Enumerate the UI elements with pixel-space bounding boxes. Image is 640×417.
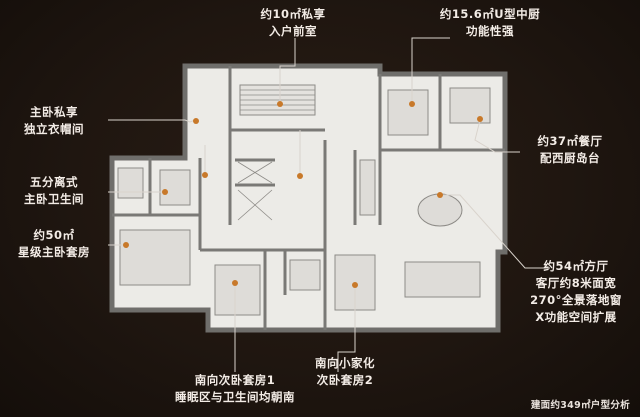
annotation-kitchen: 约15.6㎡U型中厨 功能性强 [439,7,541,38]
annotation-master-suite: 约50㎡ 星级主卧套房 [18,228,90,259]
annotation-bedroom2: 南向小家化 次卧套房2 [315,356,375,387]
stair-hatch [237,89,315,221]
marker-dot-master-bath [162,189,168,195]
annotation-bedroom1: 南向次卧套房1 睡眠区与卫生间均朝南 [175,373,295,404]
marker-dot-hall [297,173,303,179]
annotation-foyer: 约10㎡私享 入户前室 [260,7,326,38]
marker-dot-dining [477,116,483,122]
interior-walls [112,66,505,330]
leader-lines [108,37,550,372]
marker-dot-foyer [277,101,283,107]
marker-dot-kitchen [409,101,415,107]
marker-dot-bedroom2 [352,282,358,288]
annotation-living: 约54㎡方厅 客厅约8米面宽 270°全景落地窗 X功能空间扩展 [530,259,622,324]
marker-dots [123,101,483,288]
area-caption: 建面约349㎡户型分析 [530,400,630,411]
marker-dot-living [437,192,443,198]
marker-dot-master-suite [123,242,129,248]
annotation-master-bath: 五分离式 主卧卫生间 [24,175,84,206]
marker-dot-bedroom1 [232,280,238,286]
marker-dot-closet2 [202,172,208,178]
annotation-dining: 约37㎡餐厅 配西厨岛台 [537,134,603,165]
marker-dot-closet [193,118,199,124]
annotation-closet: 主卧私享 独立衣帽间 [24,105,84,136]
